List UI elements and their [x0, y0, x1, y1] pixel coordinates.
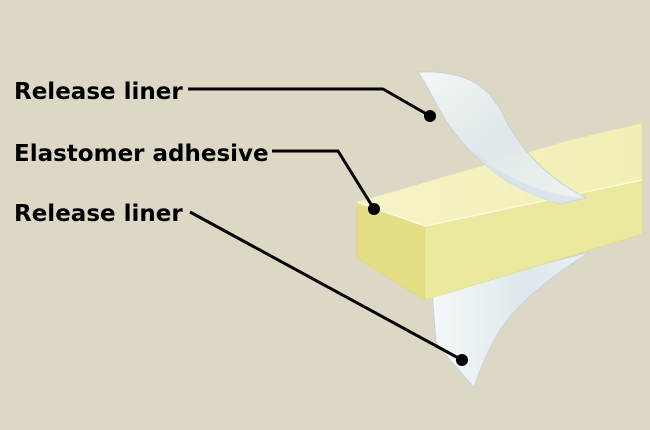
top-release-liner-fold — [470, 148, 586, 204]
label-release-liner-top: Release liner — [14, 79, 183, 105]
leader-dot-top-release-liner — [424, 110, 436, 122]
leader-dot-bottom-release-liner — [456, 354, 468, 366]
leader-line-elastomer-adhesive — [272, 149, 376, 210]
leader-line-bottom-release-liner — [189, 210, 463, 362]
leader-dot-elastomer-adhesive — [368, 203, 380, 215]
label-release-liner-bottom: Release liner — [14, 201, 183, 227]
label-elastomer-adhesive: Elastomer adhesive — [14, 141, 269, 167]
leader-line-top-release-liner — [188, 87, 431, 118]
